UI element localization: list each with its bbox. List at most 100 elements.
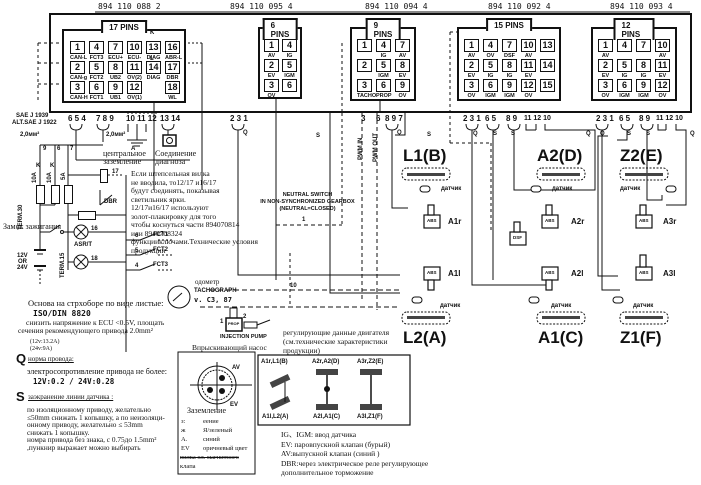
pin-number: 3: [464, 79, 479, 92]
pin-signal-label: IG: [640, 73, 647, 79]
pin-number: 7: [502, 39, 517, 52]
pin: 15: [540, 79, 555, 93]
pin-signal-label: AV: [524, 53, 533, 59]
modulator-label: A1r: [448, 217, 462, 226]
pin-number: 3: [357, 79, 372, 92]
neutral-line: (NEUTRAL=CLOSED): [279, 206, 336, 212]
abbrev-line: DBR:через электрическое реле регулирующе…: [281, 458, 429, 468]
connector-title: 12 PINS: [613, 18, 655, 40]
wire-size-right: 2,0мм²: [106, 132, 126, 138]
pin-number: 15: [540, 79, 555, 92]
pin-number: 6: [89, 81, 104, 94]
pairing-top-label: A2r,A2(D): [312, 359, 340, 365]
s-label: S: [627, 131, 632, 137]
pin-signal-label: OV: [398, 93, 407, 99]
note-line: Если штепсельная вилка: [131, 169, 210, 178]
dsf-label: DSF: [513, 235, 522, 240]
pin-number: 2: [464, 59, 479, 72]
q-label: Q: [586, 131, 591, 137]
axle-label-l2a: L2(A): [403, 328, 447, 347]
pin-signal-label: OV: [486, 53, 495, 59]
pin-signal-label: IGM: [638, 93, 649, 99]
pin-number: 12: [521, 79, 536, 92]
prop-label: PROP: [228, 321, 240, 326]
asr-label: ASR/T: [74, 242, 92, 248]
pin-signal-label: IG: [621, 73, 628, 79]
pin-number: 1: [264, 39, 279, 52]
terminal-group: 7 8 9: [96, 114, 114, 123]
neutral-switch-label: NEUTRAL SWITCH IN NON-SYNCHRONIZED GEARB…: [250, 192, 365, 213]
pin-number: 3: [598, 79, 613, 92]
s-label: S: [316, 133, 321, 139]
abs-label: ABS: [545, 218, 555, 223]
abs-label: ABS: [639, 218, 649, 223]
pin-number: 8: [636, 59, 651, 72]
shield-line: по изоляционному приводу, желательно: [27, 405, 151, 414]
valve-ev-label: EV: [230, 402, 239, 408]
pin: 1: [357, 39, 372, 53]
note-line: функцииключами.Технические условия: [131, 237, 258, 246]
s-label: S: [646, 131, 651, 137]
wire-num: 6: [135, 233, 139, 239]
pin-signal-label: EV: [524, 73, 533, 79]
axle-label-z1f: Z1(F): [620, 328, 662, 347]
fuse-label: 10A: [32, 171, 38, 183]
wire-size-left: 2,0мм²: [20, 132, 40, 138]
pin-number: 5: [89, 61, 104, 74]
pin: 6: [282, 79, 297, 93]
connector-title: 9 PINS: [365, 18, 401, 40]
pin-number: 12: [655, 79, 670, 92]
pin-signal-label: DIAG: [146, 75, 161, 81]
ground-a: A: [131, 146, 136, 152]
fuse-label: 5A: [61, 172, 67, 180]
pin-signal-label: FCT3: [89, 55, 104, 61]
battery-label: OR: [18, 259, 27, 265]
pin-number: 2: [70, 61, 85, 74]
abs-label: ABS: [639, 270, 649, 275]
wire-num: 16: [91, 226, 98, 232]
pin-number: 3: [264, 79, 279, 92]
pin-number: 5: [376, 59, 391, 72]
pin-signal-label: OV(1): [127, 95, 142, 101]
fct2-label: FCT2: [153, 247, 168, 253]
pin-signal-label: PROP: [376, 93, 392, 99]
shield-line: ≤50mm снижать 1 копышку, а по неизоляци-: [27, 412, 165, 422]
q-label: Q: [473, 131, 478, 137]
tachograph-en: TACHOGRAPH: [194, 288, 237, 294]
note-line: золот-плакировку для того: [131, 211, 217, 221]
abs-label: ABS: [545, 270, 555, 275]
pin-signal-label: OV: [601, 93, 610, 99]
pin-number: 9: [395, 79, 410, 92]
pairing-top-label: A3r,Z2(E): [357, 359, 384, 365]
pin-signal-label: AV: [398, 53, 407, 59]
pin-signal-label: OV: [658, 93, 667, 99]
q-label: Q: [600, 131, 605, 137]
section-s-title: заэкранение линии датчика :: [28, 393, 114, 401]
pin-number: 8: [502, 59, 517, 72]
fuse-k: K: [50, 163, 55, 169]
pin-signal-label: CAN-H: [70, 95, 88, 101]
pin-signal-label: IG: [286, 53, 293, 59]
legend-value: еение: [203, 418, 219, 425]
pin-number: 5: [483, 59, 498, 72]
pin-number: 9: [636, 79, 651, 92]
pin-signal-label: DSF: [504, 53, 515, 59]
basis-line: сечения рекомендующего привода 2.0mm²: [18, 326, 153, 335]
battery-label: 24V: [17, 265, 28, 271]
pin-signal-label: OV: [467, 93, 476, 99]
pin-number: 5: [617, 59, 632, 72]
s-label: S: [427, 132, 432, 138]
pin-signal-label: EV: [398, 73, 407, 79]
fuse-5a: [64, 185, 73, 204]
